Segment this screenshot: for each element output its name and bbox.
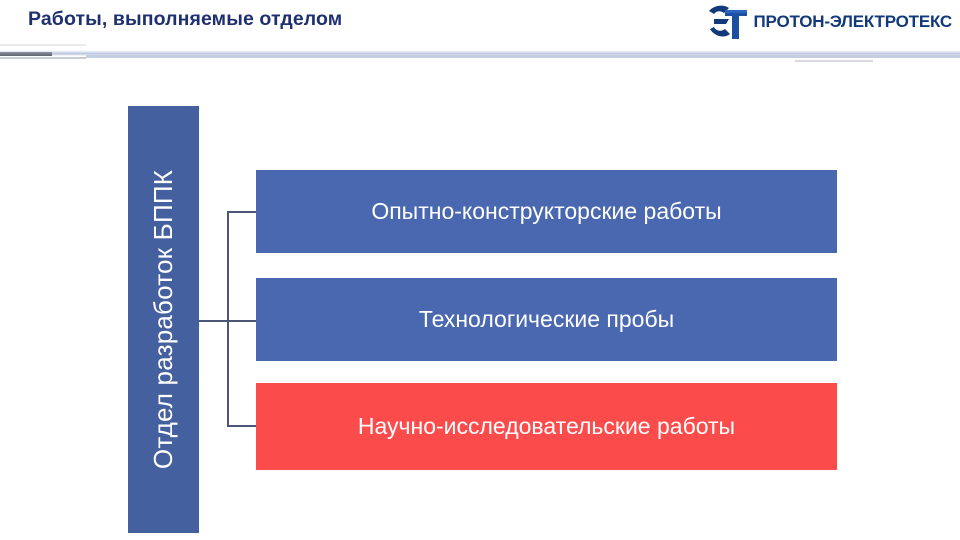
work-box-label: Научно-исследовательские работы: [357, 413, 736, 439]
work-box-label: Технологические пробы: [418, 306, 675, 332]
company-logo: ПРОТОН-ЭЛЕКТРОТЕКС: [705, 2, 952, 42]
header-rule-dark-left: [0, 52, 52, 56]
work-box-research-works: Научно-исследовательские работы: [256, 383, 837, 470]
connector-stem: [199, 320, 228, 322]
header-gradient-band: [0, 50, 960, 56]
department-root-label: Отдел разработок БППК: [148, 169, 179, 470]
header-rule-thin: [0, 44, 86, 46]
page-title: Работы, выполняемые отделом: [28, 8, 343, 30]
work-box-label: Опытно-конструкторские работы: [371, 198, 722, 224]
header-rule-under-logo: [795, 60, 873, 62]
connector-branch-1: [227, 211, 256, 213]
et-monogram-icon: [708, 5, 747, 39]
work-box-design-development: Опытно-конструкторские работы: [256, 170, 837, 253]
logo-company-name: ПРОТОН-ЭЛЕКТРОТЕКС: [753, 12, 953, 31]
department-root-bar: Отдел разработок БППК: [128, 106, 199, 533]
header-rule-grey-left: [0, 57, 86, 59]
work-box-technological-trials: Технологические пробы: [256, 278, 837, 361]
header-rule-blue: [86, 55, 960, 58]
connector-branch-3: [227, 425, 256, 427]
connector-spine: [227, 211, 229, 427]
connector-branch-2: [227, 320, 256, 322]
